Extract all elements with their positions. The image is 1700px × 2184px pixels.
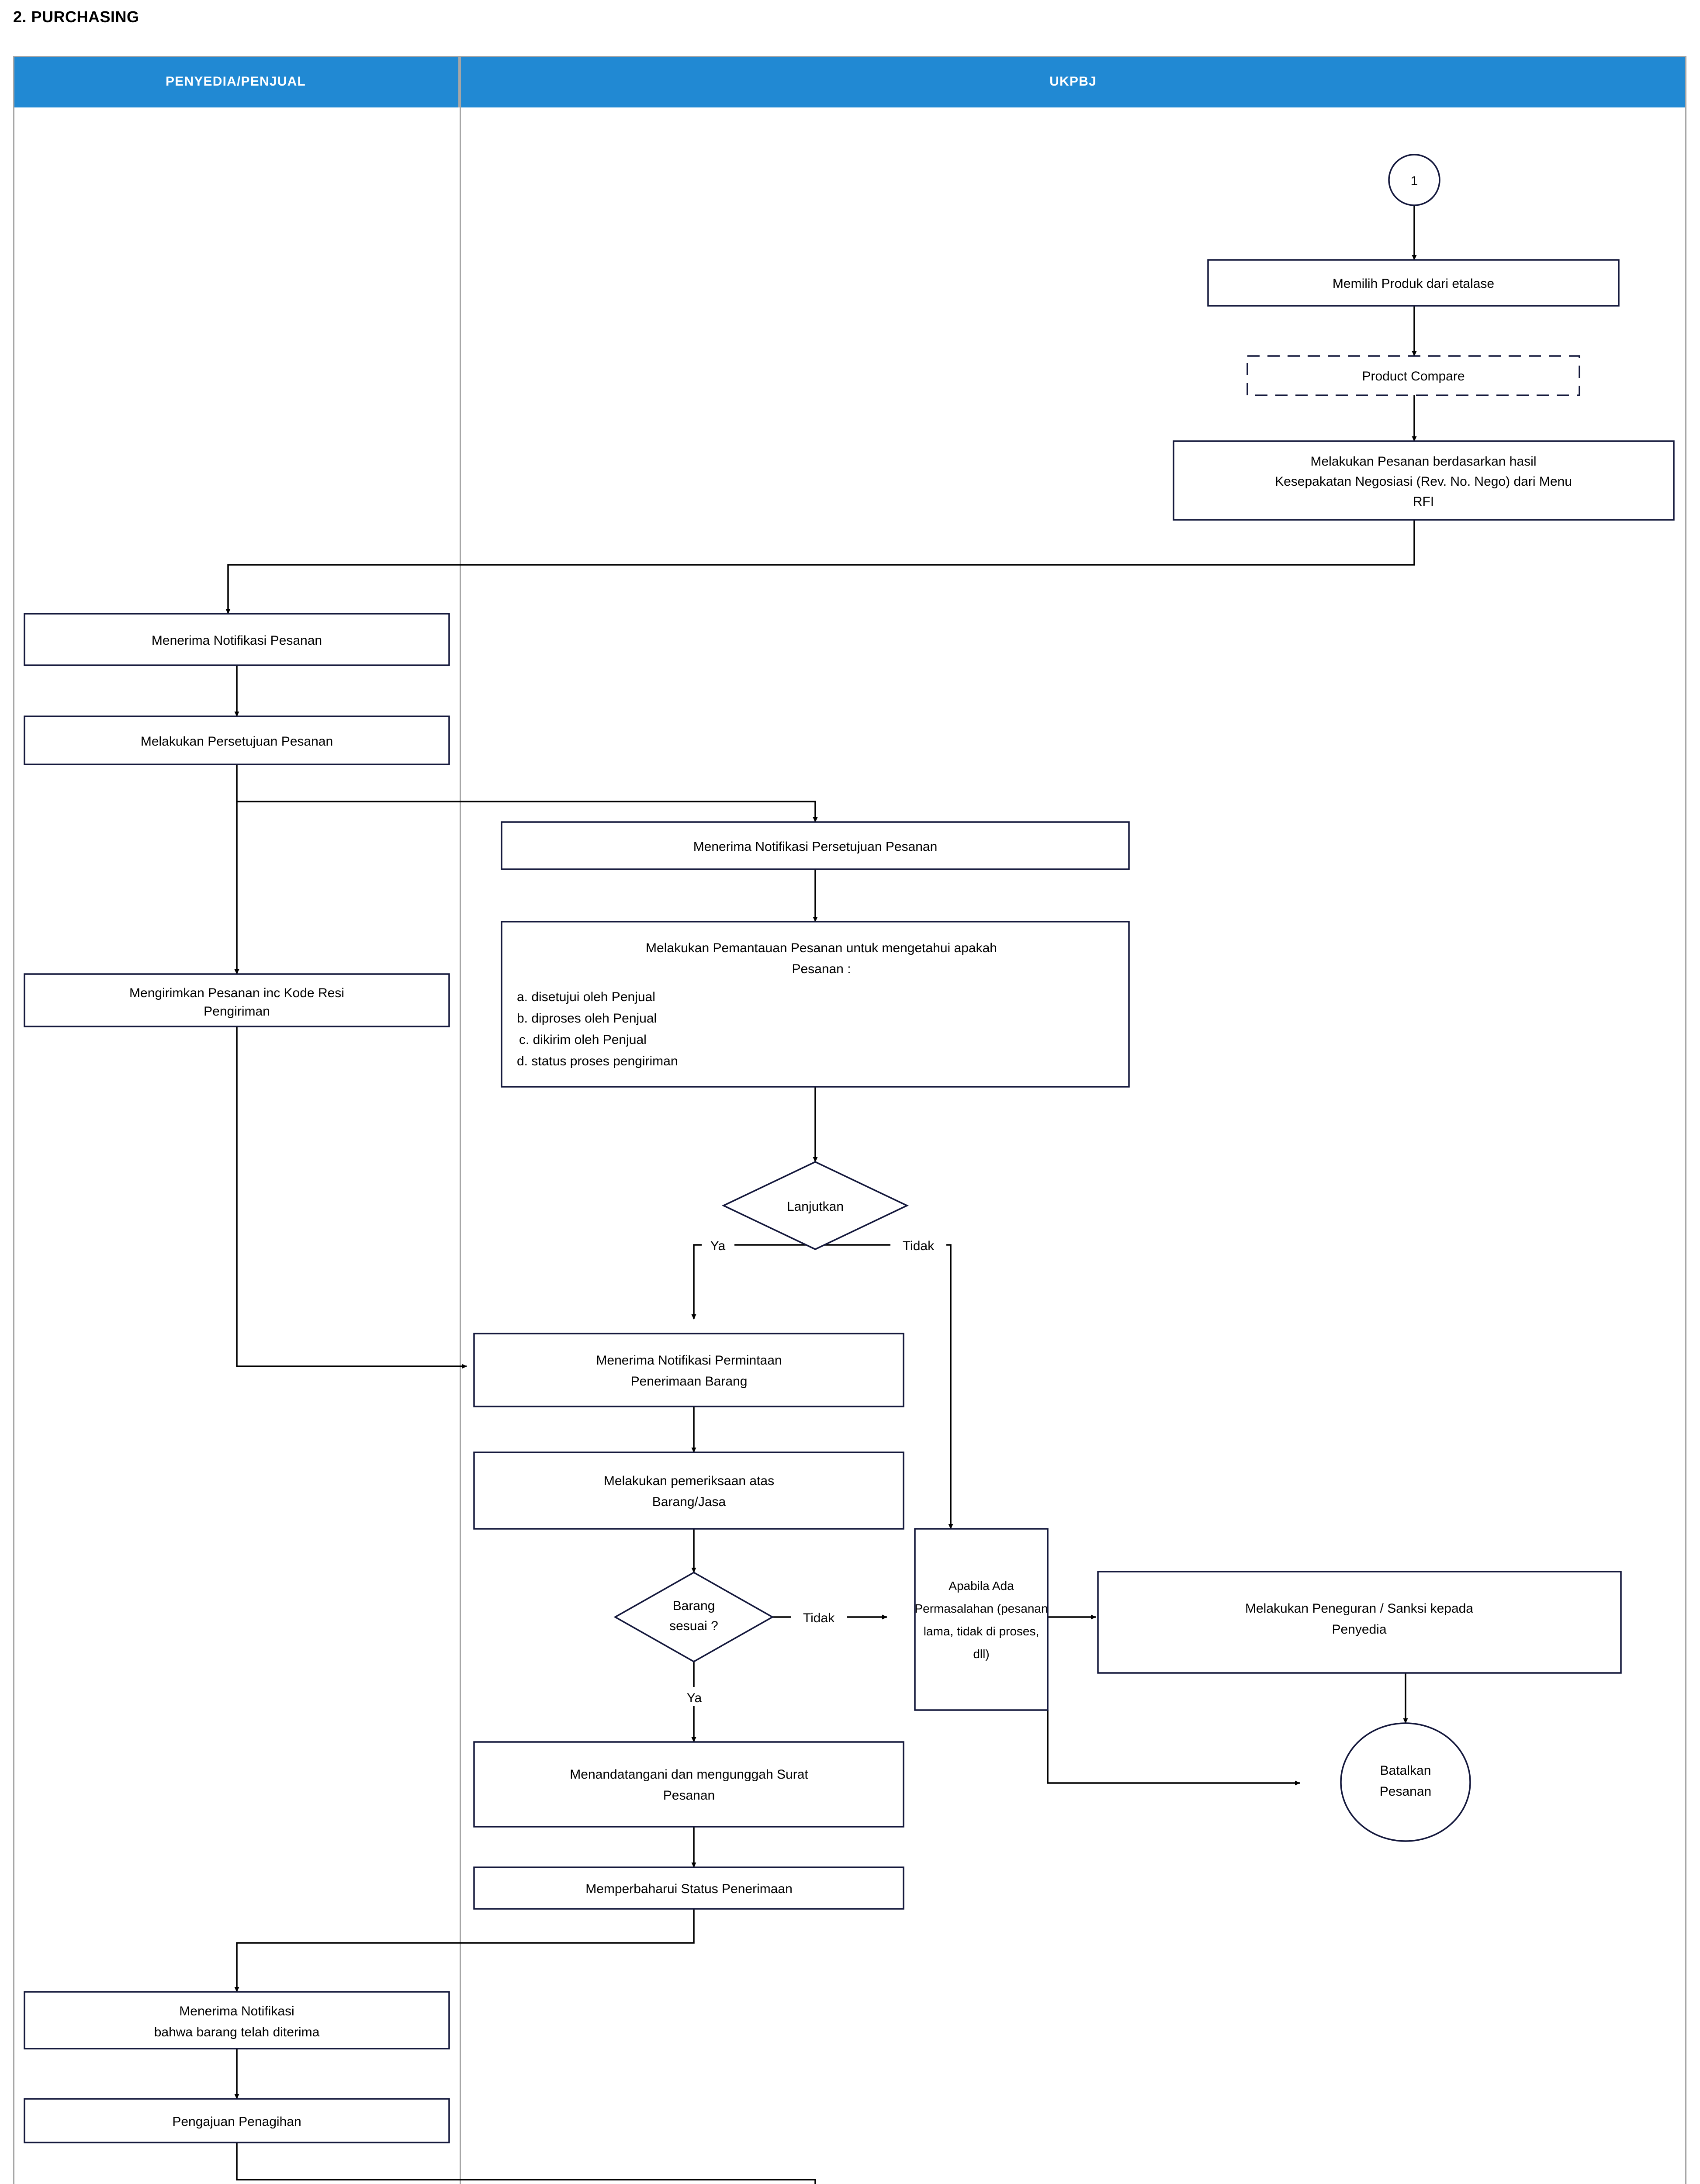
node-lanjutkan-label: Lanjutkan bbox=[787, 1199, 844, 1214]
edge-label-layer: Ya Tidak Tidak Ya bbox=[678, 1235, 946, 1706]
node-status-terima-label: Memperbaharui Status Penerimaan bbox=[585, 1882, 793, 1896]
node-pengajuan-label: Pengajuan Penagihan bbox=[172, 2115, 301, 2129]
node-pesanan-rfi: Melakukan Pesanan berdasarkan hasil Kese… bbox=[1173, 440, 1675, 521]
edge-label-sesuai-ya: Ya bbox=[687, 1691, 702, 1705]
node-pemantauan: Melakukan Pemantauan Pesanan untuk menge… bbox=[501, 921, 1130, 1088]
edge-label-ya-bg bbox=[702, 1235, 734, 1254]
lane-header-ukpbj: UKPBJ bbox=[460, 56, 1686, 107]
node-pesanan-rfi-line2: Kesepakatan Negosiasi (Rev. No. Nego) da… bbox=[1275, 474, 1572, 489]
edge-label-sesuai-tidak-bg bbox=[791, 1607, 847, 1626]
node-pemantauan-bullet-d: d. status proses pengiriman bbox=[517, 1054, 678, 1068]
node-start-label: 1 bbox=[1411, 174, 1418, 188]
node-ttd-surat: Menandatangani dan mengunggah Surat Pesa… bbox=[473, 1741, 904, 1828]
node-batalkan-line2: Pesanan bbox=[1380, 1784, 1431, 1799]
node-ttd-surat-line1: Menandatangani dan mengunggah Surat bbox=[570, 1767, 808, 1782]
node-barang-sesuai: Barang sesuai ? bbox=[613, 1571, 774, 1663]
node-pesanan-rfi-line1: Melakukan Pesanan berdasarkan hasil bbox=[1311, 454, 1537, 469]
edge-setuju-notifsetuju bbox=[237, 801, 818, 822]
node-product-compare: Product Compare bbox=[1246, 355, 1580, 396]
node-permasalahan-line3: lama, tidak di proses, bbox=[924, 1624, 1039, 1638]
node-notif-diterima-line2: bahwa barang telah diterima bbox=[154, 2025, 320, 2039]
node-peneguran-line2: Penyedia bbox=[1332, 1622, 1386, 1637]
node-pengajuan: Pengajuan Penagihan bbox=[24, 2098, 450, 2143]
node-pesanan-rfi-line3: RFI bbox=[1413, 494, 1434, 509]
node-pemantauan-line2: Pesanan : bbox=[792, 962, 851, 976]
node-batalkan: Batalkan Pesanan bbox=[1340, 1722, 1471, 1842]
node-notif-permintaan-line1: Menerima Notifikasi Permintaan bbox=[596, 1353, 782, 1368]
connector-layer bbox=[225, 205, 1417, 2184]
node-notif-diterima: Menerima Notifikasi bahwa barang telah d… bbox=[24, 1991, 450, 2049]
node-pemantauan-line1: Melakukan Pemantauan Pesanan untuk menge… bbox=[646, 941, 997, 955]
page-title: 2. PURCHASING bbox=[13, 8, 139, 26]
edge-kirim-notifpermintaan bbox=[236, 1026, 467, 1369]
node-notif-diterima-line1: Menerima Notifikasi bbox=[179, 2004, 294, 2018]
node-start: 1 bbox=[1388, 154, 1440, 206]
edge-rfi-notifpesanan bbox=[225, 520, 1415, 614]
node-pemantauan-bullet-a: a. disetujui oleh Penjual bbox=[517, 990, 655, 1004]
node-status-terima: Memperbaharui Status Penerimaan bbox=[473, 1866, 904, 1910]
node-permasalahan-line4: dll) bbox=[973, 1647, 989, 1661]
node-notif-permintaan-line2: Penerimaan Barang bbox=[631, 1374, 748, 1389]
node-pemantauan-bullet-b: b. diproses oleh Penjual bbox=[517, 1011, 657, 1026]
node-permasalahan-line2: Permasalahan (pesanan bbox=[914, 1602, 1048, 1615]
edge-label-sesuai-ya-bg bbox=[678, 1687, 711, 1706]
node-permasalahan: Apabila Ada Permasalahan (pesanan lama, … bbox=[914, 1528, 1049, 1711]
node-kirim-pesanan-line2: Pengiriman bbox=[204, 1004, 270, 1019]
node-batalkan-line1: Batalkan bbox=[1380, 1763, 1431, 1778]
node-kirim-pesanan: Mengirimkan Pesanan inc Kode Resi Pengir… bbox=[24, 973, 450, 1027]
node-pilih-produk-label: Memilih Produk dari etalase bbox=[1333, 276, 1494, 291]
node-pemantauan-bullet-c: c. dikirim oleh Penjual bbox=[519, 1033, 647, 1047]
node-product-compare-label: Product Compare bbox=[1362, 369, 1465, 384]
node-pemeriksaan-line2: Barang/Jasa bbox=[652, 1495, 726, 1509]
edge-label-tidak-bg bbox=[890, 1235, 946, 1254]
node-setuju-pesanan-label: Melakukan Persetujuan Pesanan bbox=[141, 734, 333, 749]
edge-status-notifditerima bbox=[234, 1909, 695, 1992]
node-pilih-produk: Memilih Produk dari etalase bbox=[1207, 259, 1620, 307]
node-pemeriksaan-line1: Melakukan pemeriksaan atas bbox=[604, 1474, 774, 1488]
node-barang-sesuai-line1: Barang bbox=[673, 1599, 715, 1613]
lane-header-penyedia: PENYEDIA/PENJUAL bbox=[13, 56, 460, 107]
node-layer: 1 Memilih Produk dari etalase Product Co… bbox=[24, 154, 1675, 2143]
node-peneguran: Melakukan Peneguran / Sanksi kepada Peny… bbox=[1097, 1571, 1622, 1674]
node-notif-setuju-label: Menerima Notifikasi Persetujuan Pesanan bbox=[693, 840, 938, 854]
node-ttd-surat-line2: Pesanan bbox=[663, 1788, 715, 1803]
node-setuju-pesanan: Melakukan Persetujuan Pesanan bbox=[24, 715, 450, 765]
node-peneguran-line1: Melakukan Peneguran / Sanksi kepada bbox=[1245, 1601, 1473, 1616]
node-notif-pesanan-label: Menerima Notifikasi Pesanan bbox=[152, 633, 322, 648]
lane-divider bbox=[460, 56, 461, 2184]
edge-label-lanjutkan-ya: Ya bbox=[710, 1239, 726, 1253]
node-notif-pesanan: Menerima Notifikasi Pesanan bbox=[24, 613, 450, 666]
node-barang-sesuai-line2: sesuai ? bbox=[669, 1619, 718, 1633]
edge-label-sesuai-tidak: Tidak bbox=[803, 1611, 835, 1625]
node-lanjutkan: Lanjutkan bbox=[721, 1161, 909, 1250]
node-kirim-pesanan-line1: Mengirimkan Pesanan inc Kode Resi bbox=[129, 986, 344, 1000]
node-notif-setuju: Menerima Notifikasi Persetujuan Pesanan bbox=[501, 821, 1130, 870]
edge-label-lanjutkan-tidak: Tidak bbox=[903, 1239, 935, 1253]
node-notif-permintaan: Menerima Notifikasi Permintaan Penerimaa… bbox=[473, 1333, 904, 1407]
edge-pengajuan-notifpengajuan bbox=[236, 2143, 816, 2184]
edge-permasalahan-batalkan bbox=[1047, 1710, 1300, 1786]
node-permasalahan-line1: Apabila Ada bbox=[949, 1579, 1014, 1593]
node-pemeriksaan: Melakukan pemeriksaan atas Barang/Jasa bbox=[473, 1451, 904, 1530]
